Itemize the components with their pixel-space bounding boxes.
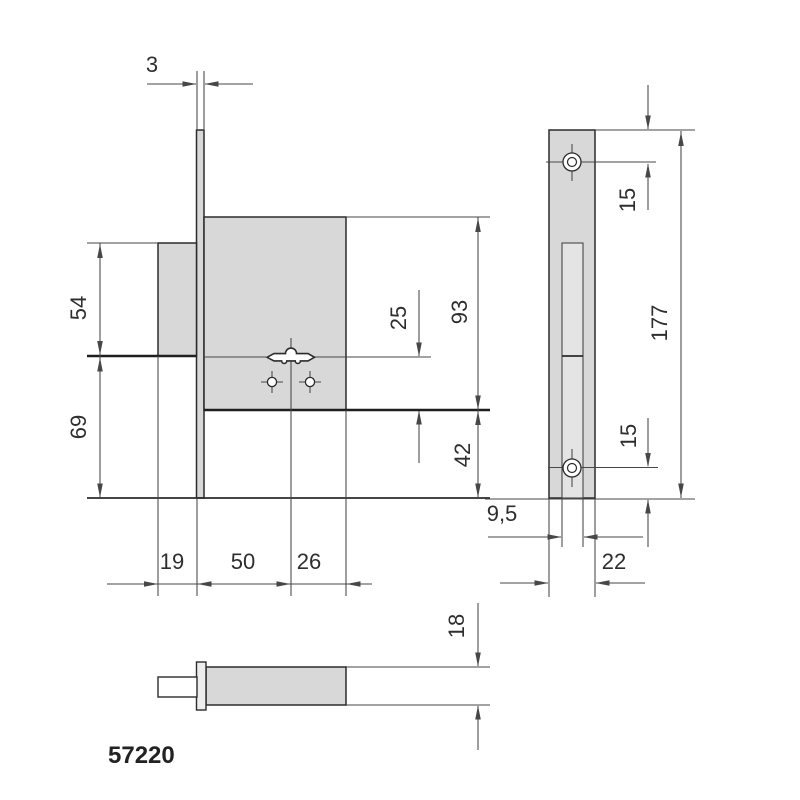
dim-label-backset: 50 xyxy=(230,549,256,574)
screw-hole-bottom-icon xyxy=(548,449,658,487)
front-view xyxy=(87,71,490,596)
dim-3-extensions xyxy=(196,71,205,129)
dim-15-bottom xyxy=(645,418,651,547)
dim-label-faceplate-thickness: 3 xyxy=(145,52,159,77)
part-number: 57220 xyxy=(108,742,175,769)
screw-hole-left-icon xyxy=(261,371,283,393)
dim-label-case-height: 93 xyxy=(447,299,472,325)
dim-label-key-axis-to-case-bottom: 25 xyxy=(386,305,411,331)
dim-177 xyxy=(678,131,684,498)
front-reference-lines xyxy=(87,216,490,596)
side-view-faceplate xyxy=(485,85,695,597)
front-bolt xyxy=(157,242,198,357)
dim-22 xyxy=(500,580,645,586)
dim-label-top-screw-offset: 15 xyxy=(615,187,640,213)
dim-label-plate-length: 177 xyxy=(647,304,672,342)
dim-label-bolt-height: 54 xyxy=(66,295,91,321)
dim-label-bottom-screw-offset: 15 xyxy=(616,423,641,449)
screw-hole-top-icon xyxy=(546,144,656,181)
dim-label-plate-width: 22 xyxy=(601,549,627,574)
screw-hole-right-icon xyxy=(299,371,321,393)
front-faceplate-edge xyxy=(195,129,205,499)
dim-label-key-axis-to-plate-bottom: 69 xyxy=(66,414,91,440)
dim-label-case-bottom-to-plate-bottom: 42 xyxy=(450,442,475,468)
dim-label-key-axis-to-case-edge: 26 xyxy=(296,549,322,574)
bottom-lock-case xyxy=(205,666,347,706)
faceplate-slot xyxy=(561,242,584,499)
dim-3 xyxy=(147,81,253,87)
keyhole-icon xyxy=(265,347,317,365)
dim-25 xyxy=(416,290,422,463)
dim-15-top xyxy=(645,85,651,210)
dim-label-bolt-projection: 19 xyxy=(159,549,185,574)
bottom-bolt xyxy=(157,676,198,698)
dim-18 xyxy=(475,603,481,750)
dim-9-5 xyxy=(488,534,643,540)
dim-label-slot-width: 9,5 xyxy=(486,501,518,526)
dim-54-69 xyxy=(97,243,103,498)
side-reference-lines xyxy=(485,129,695,597)
dim-19-50-26 xyxy=(107,581,372,587)
bottom-faceplate-section xyxy=(195,661,207,711)
dim-label-case-thickness: 18 xyxy=(444,613,469,639)
bottom-view xyxy=(157,603,490,750)
dim-93-42 xyxy=(475,217,481,498)
